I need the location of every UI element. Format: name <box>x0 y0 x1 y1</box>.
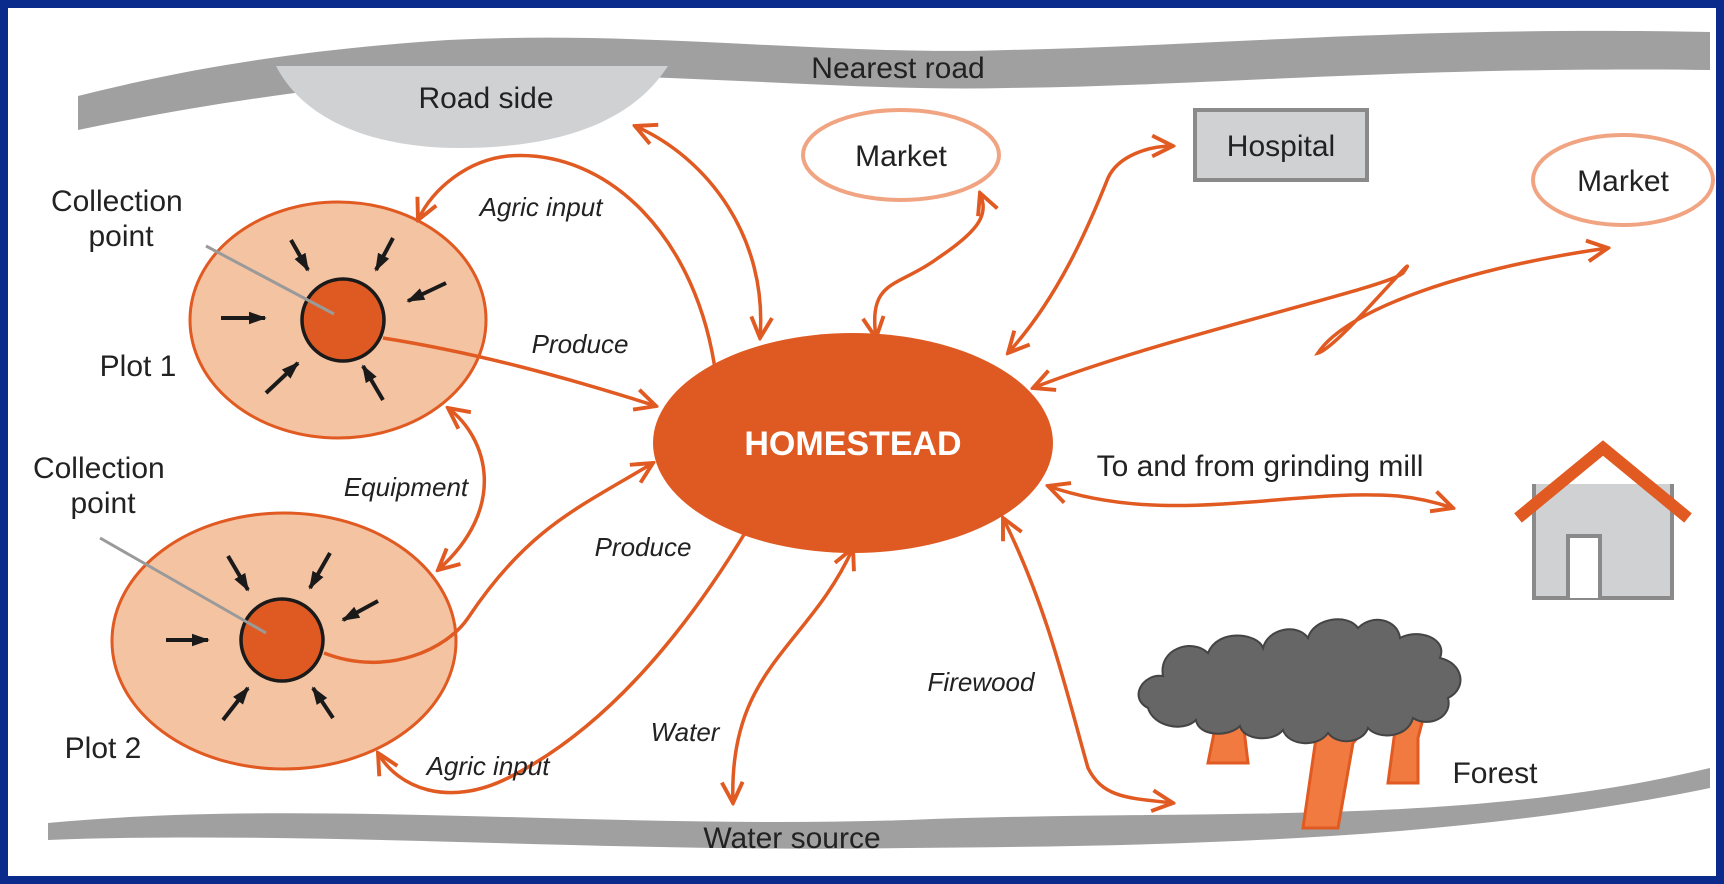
flow-label-agric-input-1: Agric input <box>478 192 605 222</box>
inward-arrow <box>374 237 395 272</box>
market-1-label: Market <box>855 140 947 173</box>
collection-point-1-line: Collection <box>51 185 183 218</box>
flow-produce-2 <box>323 463 653 664</box>
flow-water <box>733 548 853 803</box>
homestead-label: HOMESTEAD <box>744 425 961 463</box>
inward-arrow <box>264 361 300 395</box>
flow-label-produce-1: Produce <box>532 329 629 359</box>
plot-1-label: Plot 1 <box>100 350 177 383</box>
forest-canopy <box>1137 618 1462 745</box>
flow-grinding-mill <box>1048 486 1453 508</box>
water-source <box>48 768 1710 849</box>
road-side-label: Road side <box>418 82 553 115</box>
hospital-label: Hospital <box>1227 130 1335 163</box>
flow-road-side <box>635 126 761 338</box>
nearest-road-label: Nearest road <box>811 52 984 85</box>
hospital-shape <box>1193 108 1369 182</box>
road-side-area <box>276 66 668 148</box>
collection-point-1-line: point <box>88 220 154 253</box>
water-source-label: Water source <box>703 822 880 855</box>
inward-arrow <box>226 554 250 592</box>
plot-2-inward-arrows <box>166 552 379 722</box>
inward-arrow <box>361 364 385 402</box>
inward-arrow <box>341 599 379 622</box>
plot-2-label: Plot 2 <box>65 732 142 765</box>
nearest-road <box>78 30 1710 131</box>
inward-arrow <box>289 239 310 272</box>
flow-agric-input-2 <box>378 527 750 795</box>
inward-arrow <box>406 281 447 303</box>
flow-market-1 <box>875 193 983 338</box>
collection-point-2-line: Collection <box>33 452 165 485</box>
homestead <box>653 333 1053 553</box>
flow-label-agric-input-2: Agric input <box>425 751 552 781</box>
market-1-shape <box>801 108 1001 202</box>
flow-label-water: Water <box>651 717 721 747</box>
flow-label-produce-2: Produce <box>595 532 692 562</box>
pointer-line-1 <box>205 244 335 316</box>
flow-hospital <box>1008 146 1173 353</box>
forest-trees-icon <box>1137 618 1462 830</box>
plot-1-inward-arrows <box>221 237 447 402</box>
flow-produce-1 <box>382 336 656 406</box>
collection-point-1 <box>300 277 386 363</box>
collection-point-2 <box>239 597 325 683</box>
flow-label-equipment: Equipment <box>344 472 470 502</box>
market-2-shape <box>1531 133 1715 227</box>
market-2-label: Market <box>1577 165 1669 198</box>
grinding-mill-label: To and from grinding mill <box>1097 450 1424 483</box>
homestead-diagram: Nearest road Road side Market Hospital M… <box>33 30 1715 855</box>
collection-point-2-line: point <box>70 487 136 520</box>
grinding-mill-house-icon <box>1514 440 1692 600</box>
collection-point-2-label: Collection point <box>33 452 173 520</box>
flow-firewood <box>1003 518 1173 803</box>
pointer-line-2 <box>99 536 267 635</box>
inward-arrow <box>221 686 250 722</box>
forest-label: Forest <box>1452 757 1538 790</box>
flow-market-2 <box>1033 248 1608 388</box>
flow-label-firewood: Firewood <box>928 667 1036 697</box>
diagram-canvas: Nearest road Road side Market Hospital M… <box>8 8 1716 876</box>
flow-equipment <box>438 408 487 570</box>
inward-arrow <box>308 552 332 590</box>
inward-arrow <box>311 686 335 720</box>
collection-point-1-label: Collection point <box>51 185 191 253</box>
